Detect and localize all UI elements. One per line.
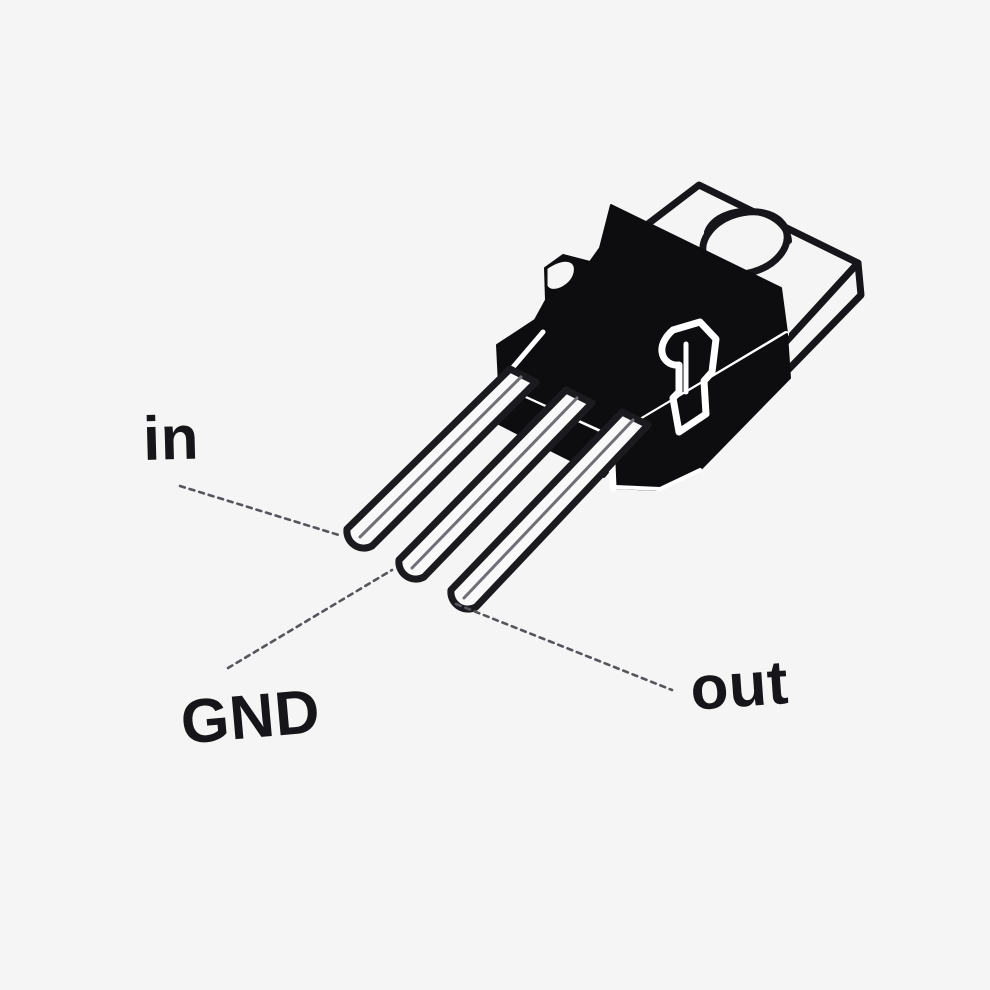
- pin-1-in: [343, 365, 540, 552]
- leader-line-in: [178, 484, 344, 538]
- pin-1-centre-shading: [358, 375, 523, 539]
- pin-label-in: in: [142, 403, 200, 474]
- pin-label-gnd: GND: [178, 676, 323, 758]
- body-bottom-rim-highlight: [613, 468, 702, 492]
- case-marking-outline: [658, 318, 720, 436]
- case-marking-icon: [658, 318, 720, 436]
- pin-2-gnd: [395, 386, 596, 583]
- pin-3-out: [447, 408, 652, 613]
- leader-line-out: [454, 602, 674, 692]
- body-shoulder-notch: [544, 258, 577, 292]
- pin-label-out: out: [688, 648, 791, 724]
- pin-2-centre-shading: [410, 396, 579, 570]
- leader-line-gnd: [226, 568, 394, 670]
- pin-3-centre-shading: [462, 418, 635, 600]
- leader-lines-group: [178, 484, 674, 692]
- pins-group: [343, 365, 652, 613]
- mounting-hole-inner-shadow: [704, 208, 792, 244]
